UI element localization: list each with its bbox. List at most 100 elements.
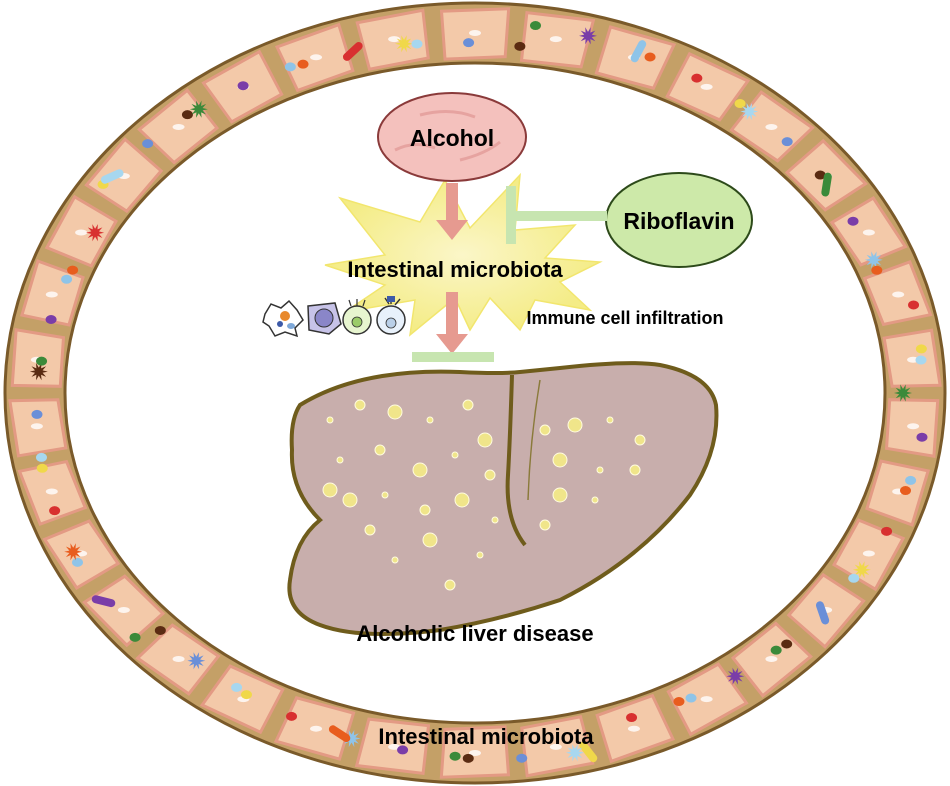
ring-microbes [29, 21, 928, 763]
cell-highlight [862, 229, 875, 236]
microbe [905, 475, 917, 485]
dendritic-cell-icon [376, 296, 406, 335]
fat-droplet [539, 424, 551, 436]
fat-droplet [476, 551, 484, 559]
microbe [36, 356, 48, 366]
fat-droplet [634, 434, 646, 446]
cell-highlight [388, 36, 401, 43]
microbe [915, 344, 927, 354]
fat-droplet [426, 416, 434, 424]
microbe [630, 40, 647, 63]
ring-microbiota-label: Intestinal microbiota [378, 724, 594, 749]
fat-droplet [419, 504, 431, 516]
microbe [894, 384, 912, 402]
microbe [411, 39, 423, 49]
immune-infiltration-label: Immune cell infiltration [526, 308, 723, 328]
cell-highlight [765, 656, 778, 663]
fat-droplet [591, 496, 599, 504]
alcohol-to-microbiota-arrow [436, 183, 468, 240]
microbe [286, 711, 298, 721]
microbe [35, 452, 47, 462]
fat-droplet [462, 399, 474, 411]
fat-droplet [322, 482, 338, 498]
microbe [36, 463, 48, 473]
fat-droplet [451, 451, 459, 459]
microbe [781, 137, 793, 147]
fat-droplet [477, 432, 493, 448]
cell-highlight [892, 291, 905, 298]
cell-highlight [75, 229, 88, 236]
microbe [187, 652, 206, 670]
microbe [908, 300, 920, 310]
fat-droplet [342, 492, 358, 508]
cell-highlight [310, 725, 323, 732]
fat-droplet [454, 492, 470, 508]
cell-highlight [30, 423, 43, 430]
fat-droplet [364, 524, 376, 536]
microbe [871, 265, 883, 275]
microbiota-to-liver-arrow [436, 292, 468, 354]
fat-droplet [387, 404, 403, 420]
microbe [881, 526, 893, 536]
microbe [395, 35, 413, 53]
neutrophil-icon [342, 299, 372, 335]
fat-droplets [322, 399, 646, 591]
microbe [814, 170, 826, 180]
fat-droplet [326, 416, 334, 424]
microbe [770, 645, 782, 655]
disease-label: Alcoholic liver disease [356, 621, 593, 646]
microbe [142, 139, 154, 149]
microbe [847, 216, 859, 226]
microbe [463, 38, 475, 48]
microbe [397, 745, 409, 755]
cell-highlight [310, 54, 323, 61]
cell-highlight [907, 423, 920, 430]
microbe [514, 41, 526, 51]
fat-droplet [354, 399, 366, 411]
microbe [61, 274, 73, 284]
cell-highlight [388, 743, 401, 750]
microbe [530, 21, 542, 31]
cell-highlight [469, 750, 481, 756]
fat-droplet [552, 452, 568, 468]
cell-highlight [627, 725, 640, 732]
microbe [644, 52, 656, 62]
microbe [67, 265, 79, 275]
fat-droplet [567, 417, 583, 433]
microbe [579, 27, 597, 45]
microbe [181, 110, 193, 120]
microbe [626, 713, 638, 723]
fat-droplet [422, 532, 438, 548]
microbe [726, 667, 745, 685]
cell-highlight [45, 488, 58, 495]
liver-illustration [287, 361, 719, 636]
lymphocyte-icon [307, 302, 342, 335]
microbe [691, 73, 703, 83]
microbe [864, 251, 883, 269]
fat-droplet [444, 579, 456, 591]
fat-droplet [484, 469, 496, 481]
microbe [342, 42, 363, 61]
microbe [815, 601, 830, 625]
microbe [916, 432, 928, 442]
cell-highlight [45, 291, 58, 298]
microbe [740, 103, 759, 121]
microbe [91, 595, 116, 608]
cell-highlight [469, 30, 481, 36]
cell-highlight [172, 656, 185, 663]
cell-highlight [117, 606, 130, 613]
fat-droplet [374, 444, 386, 456]
microbe [284, 62, 296, 72]
alcohol-node [377, 92, 527, 182]
microbe [29, 363, 48, 381]
fat-droplet [381, 491, 389, 499]
microbe [848, 573, 860, 583]
microbe [72, 557, 84, 567]
microbe [231, 682, 243, 692]
microbe [915, 355, 927, 365]
immune-cells [262, 296, 406, 338]
microbe [328, 725, 351, 743]
microbe [900, 486, 912, 496]
microbe [342, 730, 361, 748]
